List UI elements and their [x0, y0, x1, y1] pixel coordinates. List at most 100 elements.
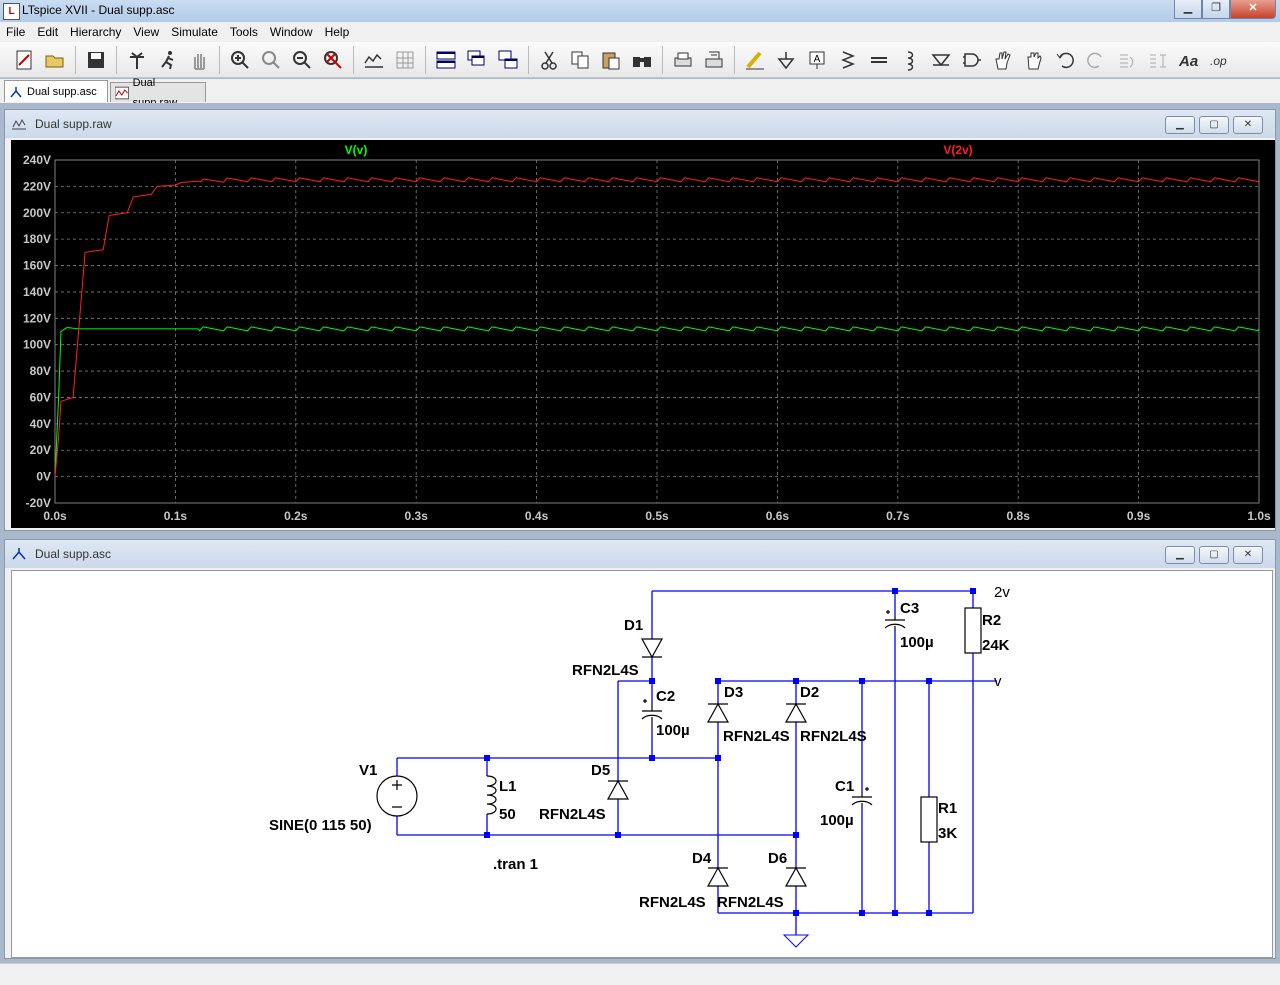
c1-label: C1 [835, 778, 854, 795]
tab-schematic-label: Dual supp.asc [27, 85, 97, 98]
restore-button[interactable]: ❐ [1202, 0, 1230, 19]
zoom-fit-icon[interactable] [319, 46, 347, 74]
component-icon[interactable] [958, 46, 986, 74]
y-tick-label: 140V [23, 285, 51, 299]
document-tab-bar: Dual supp.asc Dual supp.raw [0, 77, 1280, 109]
find-icon[interactable] [628, 46, 656, 74]
menu-bar: File Edit Hierarchy View Simulate Tools … [0, 22, 1280, 42]
x-tick-label: 0.4s [525, 509, 549, 523]
waveform-window-titlebar[interactable]: Dual supp.raw ▁ ▢ ✕ [5, 110, 1275, 138]
print-setup-icon[interactable] [700, 46, 728, 74]
mirror-icon[interactable] [1144, 46, 1172, 74]
menu-file[interactable]: File [6, 25, 26, 39]
schematic-close-button[interactable]: ✕ [1233, 546, 1263, 564]
undo-icon[interactable] [1051, 46, 1079, 74]
new-schematic-icon[interactable] [10, 46, 38, 74]
label-net-icon[interactable]: A [803, 46, 831, 74]
c2-label: C2 [656, 688, 675, 705]
run-icon[interactable] [154, 46, 182, 74]
tile-vertical-icon[interactable] [494, 46, 522, 74]
d3-model: RFN2L4S [723, 728, 790, 745]
cascade-icon[interactable] [463, 46, 491, 74]
y-tick-label: 60V [30, 390, 51, 404]
halt-icon[interactable] [185, 46, 213, 74]
control-panel-icon[interactable] [123, 46, 151, 74]
schematic-window-titlebar[interactable]: Dual supp.asc ▁ ▢ ✕ [5, 540, 1275, 568]
waveform-minimize-button[interactable]: ▁ [1165, 116, 1195, 134]
waveform-chart[interactable]: 240V220V200V180V160V140V120V100V80V60V40… [11, 140, 1275, 528]
minimize-button[interactable]: ▁ [1174, 0, 1202, 19]
svg-text:A: A [814, 54, 821, 65]
cut-icon[interactable] [535, 46, 563, 74]
capacitor-icon[interactable] [865, 46, 893, 74]
menu-help[interactable]: Help [324, 25, 350, 39]
r2-value: 24K [982, 637, 1010, 654]
tran-directive: .tran 1 [493, 856, 538, 873]
schematic-restore-button[interactable]: ▢ [1199, 546, 1229, 564]
menu-view[interactable]: View [133, 25, 160, 39]
toolbar: A Aa .op [0, 42, 1280, 78]
y-tick-label: 20V [30, 443, 51, 457]
schematic-canvas[interactable]: V1 SINE(0 115 50) L1 50 .tran 1 D1 RFN2L… [11, 570, 1273, 958]
tile-horizontal-icon[interactable] [432, 46, 460, 74]
spice-directive-icon[interactable]: .op [1206, 46, 1234, 74]
move-icon[interactable] [989, 46, 1017, 74]
trace-label-v: V(v) [345, 143, 368, 157]
ltspice-icon[interactable]: L [3, 3, 20, 20]
waveform-icon [12, 118, 26, 130]
resistor-icon[interactable] [834, 46, 862, 74]
schematic-minimize-button[interactable]: ▁ [1165, 546, 1195, 564]
waveform-icon [115, 86, 129, 99]
y-tick-label: 0V [36, 470, 51, 484]
d5-label: D5 [591, 762, 610, 779]
c1-value: 100µ [820, 812, 854, 829]
d4-label: D4 [692, 850, 712, 867]
redo-icon[interactable] [1082, 46, 1110, 74]
x-tick-label: 0.9s [1127, 509, 1151, 523]
v1-value: SINE(0 115 50) [269, 817, 372, 834]
menu-edit[interactable]: Edit [37, 25, 59, 39]
text-icon[interactable]: Aa [1175, 46, 1203, 74]
r1-value: 3K [938, 825, 957, 842]
d5-model: RFN2L4S [539, 806, 606, 823]
plot-frame [54, 159, 1260, 504]
title-bar: L LTspice XVII - Dual supp.asc ▁ ❐ ✕ [0, 0, 1280, 23]
schematic-icon [10, 86, 22, 97]
y-tick-label: 200V [23, 206, 51, 220]
ground-icon[interactable] [772, 46, 800, 74]
grid-icon[interactable] [391, 46, 419, 74]
zoom-in-icon[interactable] [226, 46, 254, 74]
rotate-icon[interactable] [1113, 46, 1141, 74]
zoom-pan-icon[interactable] [257, 46, 285, 74]
waveform-close-button[interactable]: ✕ [1233, 116, 1263, 134]
wires [396, 590, 997, 935]
autorange-icon[interactable] [360, 46, 388, 74]
waveform-restore-button[interactable]: ▢ [1199, 116, 1229, 134]
save-icon[interactable] [82, 46, 110, 74]
net-label-v: v [994, 673, 1002, 690]
menu-hierarchy[interactable]: Hierarchy [70, 25, 122, 39]
trace-2v [54, 177, 1260, 477]
draw-wire-icon[interactable] [741, 46, 769, 74]
svg-text:.op: .op [1210, 54, 1227, 68]
print-icon[interactable] [669, 46, 697, 74]
drag-icon[interactable] [1020, 46, 1048, 74]
inductor-icon[interactable] [896, 46, 924, 74]
d4-model: RFN2L4S [639, 894, 706, 911]
diode-icon[interactable] [927, 46, 955, 74]
y-tick-label: 160V [23, 259, 51, 273]
tab-schematic[interactable]: Dual supp.asc [4, 80, 108, 102]
tab-waveform[interactable]: Dual supp.raw [110, 77, 206, 109]
menu-tools[interactable]: Tools [229, 25, 258, 39]
diode-d3-symbol [706, 702, 730, 723]
paste-icon[interactable] [597, 46, 625, 74]
schematic-drawing[interactable]: V1 SINE(0 115 50) L1 50 .tran 1 D1 RFN2L… [12, 571, 1272, 957]
menu-window[interactable]: Window [269, 25, 313, 39]
zoom-out-icon[interactable] [288, 46, 316, 74]
close-button[interactable]: ✕ [1230, 0, 1276, 19]
menu-simulate[interactable]: Simulate [171, 25, 218, 39]
copy-icon[interactable] [566, 46, 594, 74]
open-icon[interactable] [41, 46, 69, 74]
